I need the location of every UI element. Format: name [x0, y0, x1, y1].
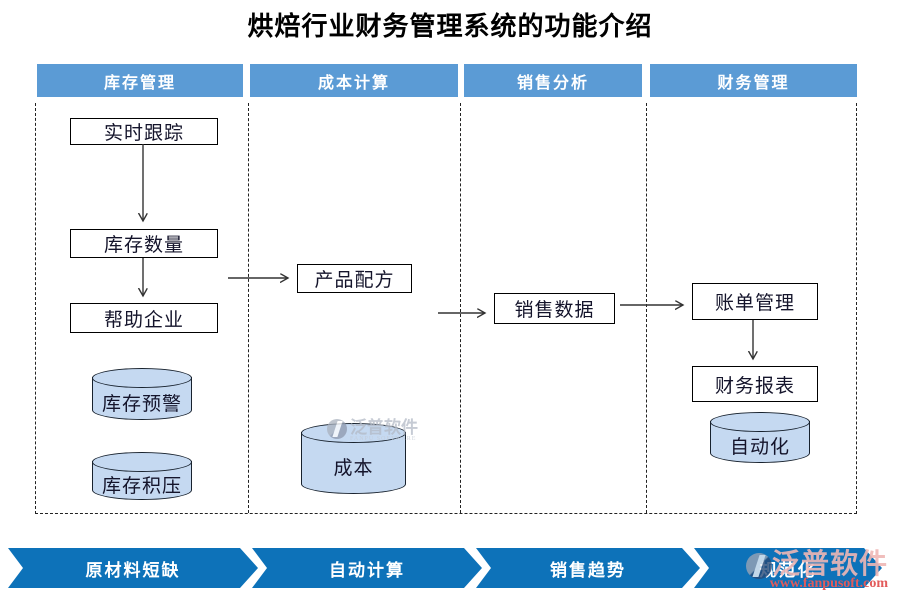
- cylinder-automation: 自动化: [710, 412, 810, 463]
- cylinder-inventory-backlog: 库存积压: [92, 452, 192, 500]
- node-sales-data: 销售数据: [494, 293, 615, 324]
- node-product-formula: 产品配方: [297, 264, 412, 293]
- swimlane-frame: [35, 103, 857, 514]
- cylinder-inventory-warning: 库存预警: [92, 368, 192, 420]
- banner-step-auto-calculation: 自动计算: [252, 548, 482, 588]
- watermark-brand: 泛普软件: [350, 418, 418, 437]
- fanpu-logo-icon: [327, 419, 347, 439]
- cylinder-top: [710, 412, 810, 432]
- lane-divider-3: [646, 103, 647, 513]
- node-inventory-quantity: 库存数量: [70, 229, 218, 258]
- banner-step-sales-trend: 销售趋势: [476, 548, 700, 588]
- watermark-center: 泛普软件 FANPU SOFTWARE: [327, 419, 418, 442]
- cylinder-top: [92, 368, 192, 388]
- column-header-cost: 成本计算: [250, 64, 458, 97]
- watermark-url: www.fanpusoft.com: [769, 576, 889, 591]
- column-header-sales: 销售分析: [464, 64, 642, 97]
- watermark-brand: 泛普软件: [772, 549, 889, 580]
- column-header-inventory: 库存管理: [37, 64, 243, 97]
- watermark-sub: FANPU SOFTWARE: [350, 436, 417, 442]
- column-header-finance: 财务管理: [650, 64, 857, 97]
- banner-step-raw-material-shortage: 原材料短缺: [8, 548, 258, 588]
- watermark-corner: 泛普软件 www.fanpusoft.com: [746, 550, 888, 592]
- lane-divider-2: [460, 103, 461, 513]
- node-bill-management: 账单管理: [692, 283, 818, 320]
- banner-step-standardization: 规范化: [694, 548, 882, 588]
- lane-divider-1: [248, 103, 249, 513]
- node-help-enterprise: 帮助企业: [70, 303, 218, 333]
- page-title: 烘焙行业财务管理系统的功能介绍: [247, 12, 653, 41]
- node-realtime-tracking: 实时跟踪: [70, 118, 218, 145]
- node-financial-report: 财务报表: [692, 366, 818, 402]
- fanpu-logo-icon: [746, 553, 772, 579]
- cylinder-top: [92, 452, 192, 472]
